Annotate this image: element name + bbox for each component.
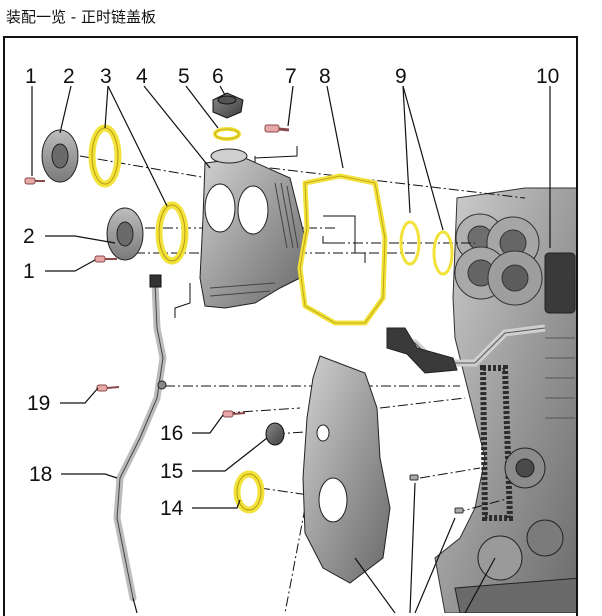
callout-2-lower: 2 [23, 225, 35, 248]
callout-7: 7 [285, 65, 297, 88]
seal-ring-upper-left [88, 124, 122, 188]
cap [212, 92, 244, 119]
seal-ring-middle-left [155, 201, 189, 265]
lower-timing-cover [302, 355, 391, 584]
engine-block [386, 187, 576, 613]
callout-2-upper: 2 [63, 65, 75, 88]
callout-18: 18 [29, 463, 52, 486]
callout-4: 4 [136, 65, 148, 88]
bolt-guide-tube [96, 384, 120, 392]
callout-3: 3 [100, 65, 112, 88]
plug [265, 422, 285, 446]
callout-19: 19 [27, 392, 50, 415]
diagram-frame: 1 2 3 4 5 6 7 8 9 10 2 1 19 16 15 14 18 [3, 36, 578, 616]
callout-5: 5 [178, 65, 190, 88]
bolt-upper-left [24, 177, 45, 185]
callout-1-upper: 1 [25, 65, 37, 88]
seal-ring-lower [233, 470, 265, 514]
upper-timing-cover [199, 148, 306, 309]
camshaft-adjuster-lower [106, 207, 144, 261]
seal-rings-right [399, 220, 454, 276]
callout-14: 14 [160, 497, 184, 520]
bolt-top [264, 124, 290, 133]
callout-10: 10 [536, 65, 559, 88]
bolt-lower-left [94, 255, 117, 263]
small-bolts [409, 474, 464, 514]
callout-9: 9 [395, 65, 407, 88]
page-title: 装配一览 - 正时链盖板 [6, 8, 156, 26]
exploded-view-diagram: 1 2 3 4 5 6 7 8 9 10 2 1 19 16 15 14 18 [23, 65, 576, 613]
callout-8: 8 [319, 65, 331, 88]
callout-1-lower: 1 [23, 260, 35, 283]
callout-16: 16 [160, 422, 183, 445]
bolt-lower-cover [222, 410, 246, 418]
dipstick-tube [113, 274, 167, 602]
camshaft-adjuster-upper [41, 129, 79, 183]
callout-15: 15 [160, 460, 183, 483]
gasket [297, 173, 388, 326]
leader-lines [31, 85, 551, 613]
callout-labels: 1 2 3 4 5 6 7 8 9 10 2 1 19 16 15 14 18 [23, 65, 559, 520]
callout-6: 6 [212, 65, 224, 88]
